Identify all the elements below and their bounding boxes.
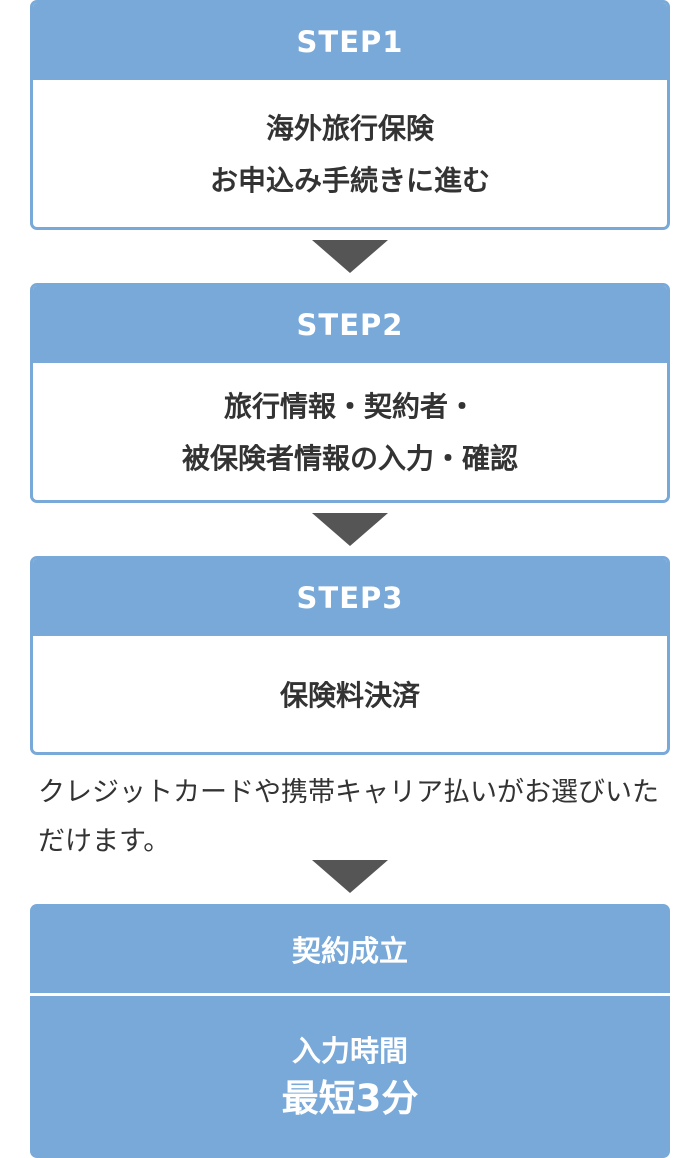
input-time-box: 入力時間 最短3分 [30, 996, 670, 1158]
step1-body: 海外旅行保険 お申込み手続きに進む [33, 80, 667, 227]
step3-body: 保険料決済 [33, 636, 667, 752]
step2-card: STEP2 旅行情報・契約者・ 被保険者情報の入力・確認 [30, 283, 670, 503]
step3-line1: 保険料決済 [279, 678, 420, 712]
step1-card: STEP1 海外旅行保険 お申込み手続きに進む [30, 0, 670, 230]
contract-result-card: 契約成立 入力時間 最短3分 [30, 904, 670, 1158]
step1-header: STEP1 [33, 3, 667, 80]
down-arrow-icon [312, 860, 388, 893]
step3-card: STEP3 保険料決済 [30, 556, 670, 755]
step2-line1: 旅行情報・契約者・ [223, 390, 476, 423]
step3-header: STEP3 [33, 559, 667, 636]
payment-note: クレジットカードや携帯キャリア払いがお選びいただけます。 [38, 777, 659, 857]
step2-line2: 被保険者情報の入力・確認 [181, 442, 518, 475]
down-arrow-icon [312, 240, 388, 273]
input-time-label: 入力時間 [291, 1034, 408, 1068]
down-arrow-icon [312, 513, 388, 546]
step1-line2: お申込み手続きに進む [209, 164, 490, 197]
input-time-value: 最短3分 [281, 1077, 419, 1120]
step2-body: 旅行情報・契約者・ 被保険者情報の入力・確認 [33, 363, 667, 500]
contract-result-header: 契約成立 [30, 904, 670, 996]
step1-line1: 海外旅行保険 [265, 112, 434, 145]
step2-header: STEP2 [33, 286, 667, 363]
